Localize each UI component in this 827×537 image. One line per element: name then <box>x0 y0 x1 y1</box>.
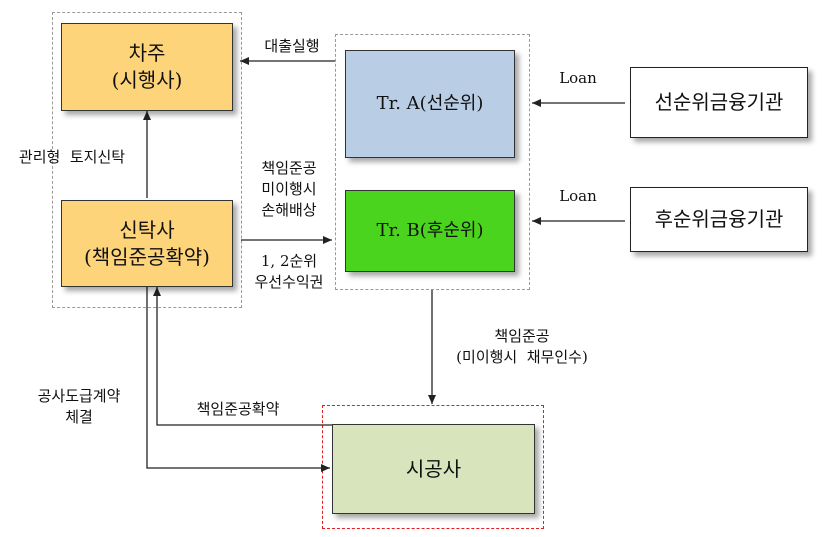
tranche-b-label: Tr. B(후순위) <box>376 219 484 241</box>
borrower-subtitle: (시행사) <box>111 68 183 92</box>
label-loan-execution: 대출실행 <box>264 37 320 55</box>
junior-lender-node: 후순위금융기관 <box>630 187 808 252</box>
label-trust-to-tranche: 책임준공 미이행시 손해배상 <box>244 158 334 221</box>
label-construction-contract-line-1: 공사도급계약 <box>37 387 121 405</box>
label-construction-contract-line-2: 체결 <box>65 408 93 426</box>
label-priority-line-2: 우선수익권 <box>254 273 324 291</box>
label-loan-a: Loan <box>559 69 597 87</box>
label-loan-b: Loan <box>559 187 597 205</box>
tranche-b-node: Tr. B(후순위) <box>345 190 515 272</box>
label-trust-to-tranche-line-3: 손해배상 <box>261 201 317 219</box>
arrow-construction-contract <box>146 287 330 472</box>
label-tranche-to-contractor-line-1: 책임준공 <box>494 327 550 345</box>
label-trust-to-tranche-line-1: 책임준공 <box>261 159 317 177</box>
senior-lender-node: 선순위금융기관 <box>630 67 808 138</box>
label-completion-guarantee: 책임준공확약 <box>196 400 280 418</box>
label-trust-to-tranche-line-2: 미이행시 <box>261 180 317 198</box>
borrower-node: 차주 (시행사) <box>61 23 233 111</box>
contractor-node: 시공사 <box>332 424 535 514</box>
label-priority: 1, 2순위 우선수익권 <box>244 251 334 293</box>
borrower-title: 차주 <box>128 41 166 65</box>
contractor-label: 시공사 <box>405 456 462 481</box>
label-priority-line-1: 1, 2순위 <box>260 252 318 270</box>
tranche-a-label: Tr. A(선순위) <box>376 92 484 114</box>
trust-company-subtitle: (책임준공확약) <box>83 244 210 269</box>
junior-lender-label: 후순위금융기관 <box>654 207 784 231</box>
trust-company-node: 신탁사 (책임준공확약) <box>61 200 233 287</box>
label-construction-contract: 공사도급계약 체결 <box>20 386 138 428</box>
senior-lender-label: 선순위금융기관 <box>654 90 784 114</box>
label-management-trust: 관리형 토지신탁 <box>18 148 126 166</box>
label-tranche-to-contractor-line-2: (미이행시 채무인수) <box>456 348 588 366</box>
tranche-group-frame <box>335 34 530 290</box>
label-tranche-to-contractor: 책임준공 (미이행시 채무인수) <box>437 326 607 368</box>
trust-company-title: 신탁사 <box>119 217 175 242</box>
arrow-completion-guarantee <box>153 287 332 426</box>
tranche-a-node: Tr. A(선순위) <box>345 50 515 158</box>
